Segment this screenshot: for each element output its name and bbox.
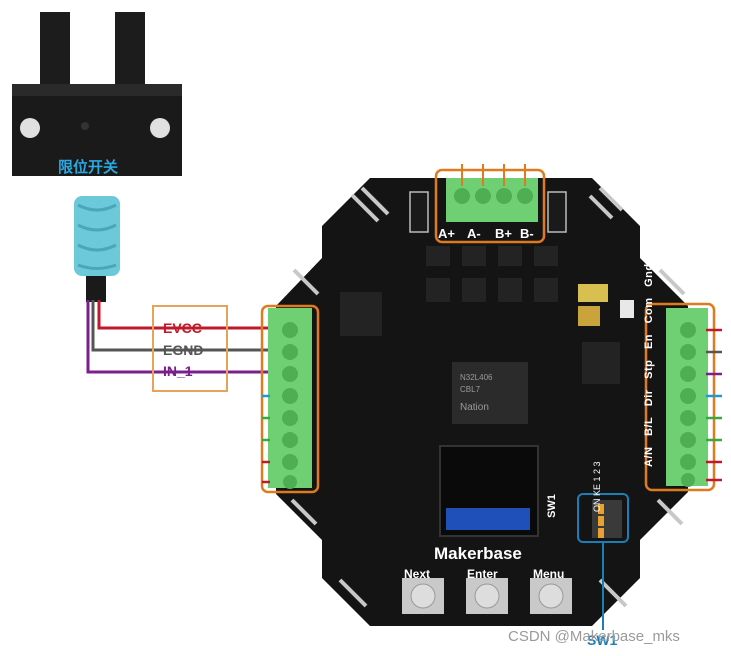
- left-terminal-block: [260, 304, 320, 494]
- wire-label-egnd: EGND: [163, 342, 204, 358]
- enter-button-label: Enter: [467, 567, 498, 581]
- pin-label: Dir: [643, 389, 655, 407]
- svg-text:CBL7: CBL7: [460, 385, 481, 394]
- svg-text:N32L406: N32L406: [460, 373, 493, 382]
- wire-label-in1: IN_1: [163, 363, 193, 379]
- dip-on-label: ON: [592, 498, 602, 513]
- wire-label-evcc: EVCC: [163, 320, 202, 336]
- wire-bundle: [86, 300, 282, 374]
- board-brand: Makerbase: [434, 544, 522, 563]
- watermark: CSDN @Makerbase_mks: [508, 628, 680, 645]
- svg-text:Nation: Nation: [460, 402, 489, 413]
- pin-label: V+: [643, 238, 655, 253]
- next-button-label: Next: [404, 567, 431, 581]
- wire-label-frame: [152, 305, 228, 392]
- motor-terminal-block: [434, 164, 546, 244]
- motor-pin-a-plus: A+: [438, 226, 455, 241]
- right-terminal-pin-labels: A/N B/L Dir Stp En Com Gnd V+: [643, 231, 655, 467]
- pin-label: Stp: [643, 359, 655, 379]
- motor-pin-b-minus: B-: [520, 226, 534, 241]
- pin-label: B/L: [643, 416, 655, 436]
- driver-board: N32L406 CBL7 Nation: [276, 178, 688, 626]
- sw1-silkscreen: SW1: [545, 494, 558, 518]
- pin-label: En: [643, 333, 655, 350]
- menu-button-label: Menu: [533, 567, 565, 581]
- sw1-callout-label: SW1: [587, 632, 618, 648]
- motor-pin-b-plus: B+: [495, 226, 512, 241]
- pin-label: Com: [643, 297, 655, 324]
- dip-ke-label: KE: [592, 483, 602, 496]
- dip-number-labels: 1 2 3: [592, 461, 602, 482]
- motor-pin-a-minus: A-: [467, 226, 481, 241]
- right-terminal-block: [644, 302, 722, 492]
- sw1-callout-box: [577, 493, 629, 630]
- pin-label: Gnd: [643, 263, 655, 287]
- dip-switch-numbers: ON KE 1 2 3: [592, 461, 602, 512]
- pin-label: A/N: [643, 446, 655, 467]
- sensor-label: 限位开关: [58, 159, 119, 176]
- limit-switch-sensor: [12, 12, 182, 302]
